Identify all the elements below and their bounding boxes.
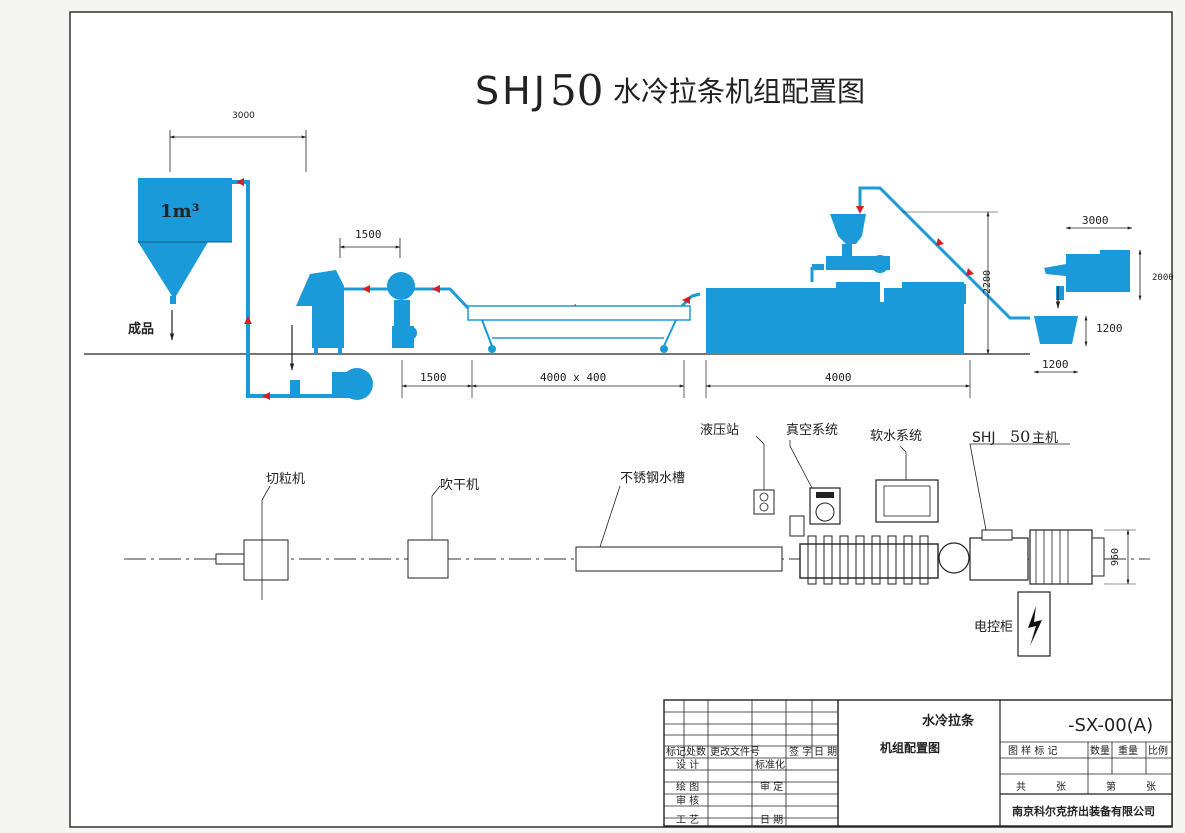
checker-label: 审 核 [676, 794, 699, 807]
rev-header-mark: 标记 [666, 746, 686, 758]
dim-1500-top-label: 1500 [355, 228, 382, 241]
dimension-aux-width: 3000 [1065, 214, 1133, 230]
main-machine-prefix: SHJ [972, 430, 996, 446]
dim-aux-height-label: 2000 [1152, 273, 1174, 283]
main-machine-suffix: 主机 [1032, 431, 1058, 446]
dimension-hopper-height: 1200 [1084, 315, 1123, 347]
control-cabinet-label: 电控柜 [974, 620, 1013, 635]
page-title: SHJ 50 水冷拉条机组配置图 [475, 66, 865, 115]
feed-hopper [1034, 286, 1078, 344]
control-cabinet: 电控柜 [974, 591, 1051, 657]
drawing-name-line2: 机组配置图 [880, 740, 940, 755]
main-machine-number: 50 [1010, 427, 1030, 446]
attr-scale: 比例 [1148, 744, 1168, 757]
dimension-row-bottom: 1500 4000 x 400 4000 [401, 360, 971, 398]
pelletizer-plan: 切粒机 [215, 472, 305, 600]
electric-bolt-icon [1028, 606, 1042, 646]
water-tank-label: 不锈钢水槽 [620, 471, 685, 486]
rev-header-docno: 更改文件号 [710, 745, 760, 758]
product-label: 成品 [128, 321, 154, 337]
dimension-1500-top: 1500 [339, 228, 401, 258]
dim-hopper-width-label: 1200 [1042, 358, 1069, 371]
dim-height-label: 2200 [982, 270, 993, 294]
rev-header-count: 处数 [686, 745, 706, 758]
blower-dryer-plan: 吹干机 [407, 478, 479, 579]
rev-header-date: 日 期 [814, 746, 837, 758]
silo-volume-label: 1m³ [160, 201, 200, 222]
title-suffix: 水冷拉条机组配置图 [613, 75, 865, 108]
sheets-unit-label: 张 [1056, 781, 1066, 793]
dimension-plan-width: 960 [1104, 529, 1136, 585]
dim-hopper-height-label: 1200 [1096, 322, 1123, 335]
standardization-label: 标准化 [755, 758, 785, 771]
dim-tank-label: 4000 x 400 [540, 371, 606, 384]
extruder-elevation [706, 214, 1012, 355]
dimension-3000-top: 3000 [169, 111, 307, 172]
sheet-unit2-label: 张 [1146, 781, 1156, 793]
attr-quantity: 数量 [1090, 744, 1110, 757]
water-softening-label: 软水系统 [870, 429, 922, 444]
vacuum-system-label: 真空系统 [786, 423, 838, 438]
main-machine-plan: SHJ 50 主机 [789, 427, 1105, 585]
water-tank-plan: 不锈钢水槽 [575, 471, 783, 572]
elevation-view: 3000 1m³ 成品 [84, 111, 1174, 406]
dryer-elevation [387, 272, 417, 348]
dimension-height: 2200 [902, 211, 998, 355]
rev-header-sign: 签 字 [789, 745, 812, 758]
pelletizer-elevation [296, 270, 344, 354]
attr-weight: 重量 [1118, 744, 1138, 757]
blower-dryer-label: 吹干机 [440, 478, 479, 493]
attr-drawing-mark: 图 样 标 记 [1008, 744, 1058, 757]
dim-plan-width-label: 960 [1110, 548, 1121, 566]
process-label: 工 艺 [676, 814, 699, 826]
reviewer-label: 审 定 [760, 780, 783, 793]
drawing-name-line1: 水冷拉条 [922, 713, 975, 729]
dim-1500-bottom-label: 1500 [420, 371, 447, 384]
title-number: 50 [550, 66, 603, 115]
auxiliary-mixer [1044, 250, 1130, 300]
title-prefix: SHJ [475, 69, 548, 113]
vacuum-system: 真空系统 [786, 423, 841, 525]
storage-silo: 1m³ [138, 178, 232, 304]
dimension-hopper-width: 1200 [1033, 358, 1079, 374]
dimension-aux-height: 2000 [1138, 249, 1174, 301]
drawing-number: -SX-00(A) [1068, 715, 1153, 736]
sheet-no-label: 第 [1106, 780, 1116, 793]
date-label: 日 期 [760, 814, 783, 826]
hydraulic-station: 液压站 [700, 423, 775, 515]
water-softening-system: 软水系统 [870, 429, 939, 523]
water-tank-elevation [467, 305, 691, 353]
sheets-total-label: 共 [1016, 781, 1026, 793]
pelletizer-label: 切粒机 [266, 472, 305, 487]
designer-label: 设 计 [676, 758, 699, 771]
plan-view: 切粒机 吹干机 不锈钢水槽 液压站 真空系 [124, 423, 1150, 657]
drafter-label: 绘 图 [676, 780, 699, 793]
company-name: 南京科尔克挤出装备有限公司 [1012, 804, 1155, 818]
hydraulic-station-label: 液压站 [700, 423, 739, 438]
dim-extruder-label: 4000 [825, 371, 852, 384]
dim-aux-width-label: 3000 [1082, 214, 1109, 227]
dim-3000-top-label: 3000 [232, 111, 255, 121]
blower-fan [289, 325, 373, 400]
title-block: 标记 处数 更改文件号 签 字 日 期 设 计 标准化 绘 图 审 定 审 核 … [663, 699, 1173, 827]
